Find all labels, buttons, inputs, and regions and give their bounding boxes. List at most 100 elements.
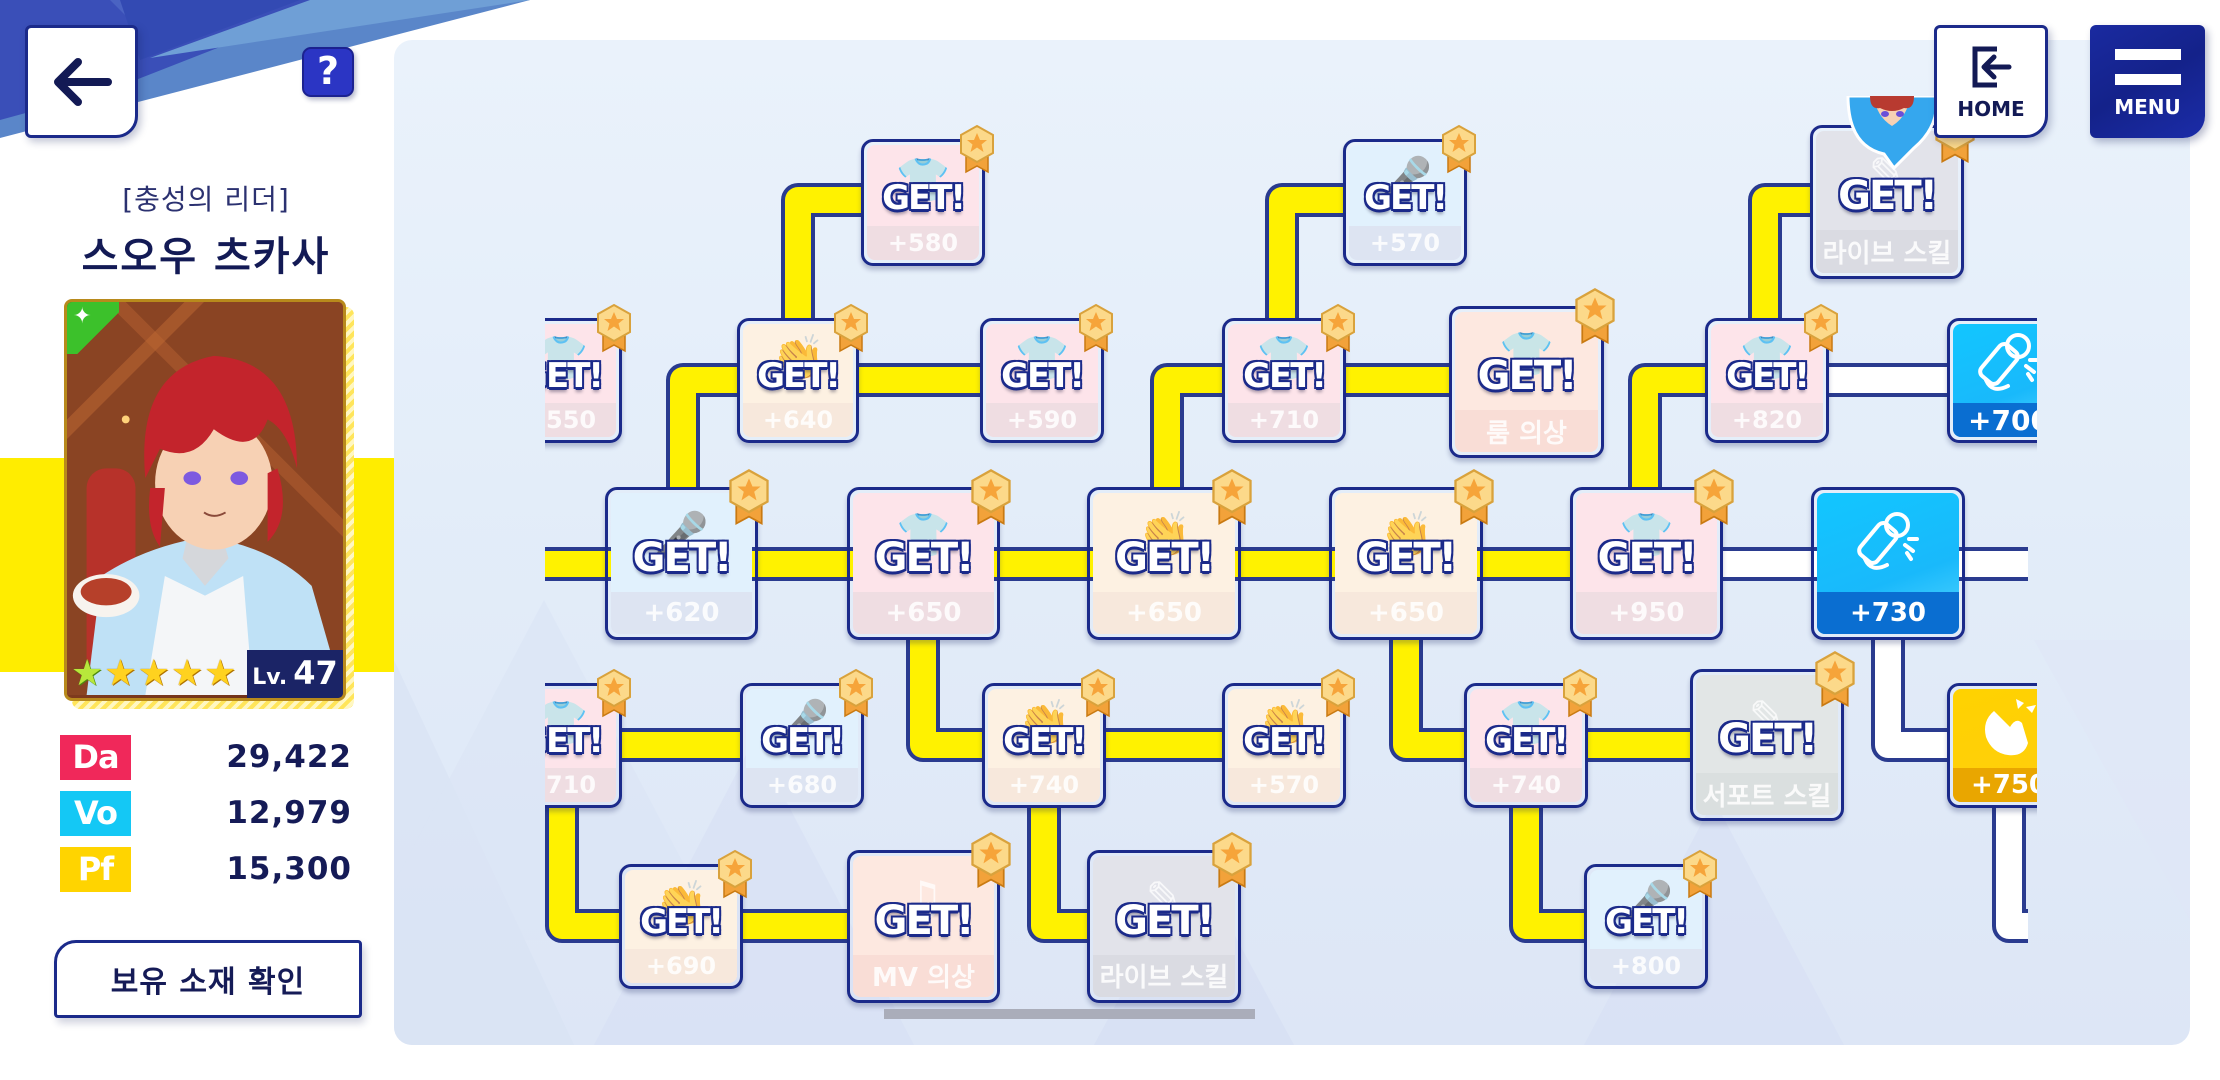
node-reward-label: +690 xyxy=(625,949,737,983)
node-reward-label: +820 xyxy=(1711,403,1823,437)
star-medal-icon xyxy=(969,468,1013,526)
arrow-left-icon xyxy=(53,57,112,106)
home-label: HOME xyxy=(1957,96,2025,121)
node-background: 👕+550 xyxy=(545,324,616,437)
skill-pen-icon: ✎ xyxy=(1748,691,1786,743)
node-background: +730 xyxy=(1817,493,1959,634)
obtained-get-label: GET! xyxy=(1726,355,1810,396)
road-path-locked xyxy=(1875,640,1947,758)
card-subtitle: [충성의 리더] xyxy=(122,183,290,216)
node-reward-label: +800 xyxy=(1590,949,1702,983)
obtained-get-label: GET! xyxy=(545,355,604,396)
clapping-hands-icon: 👏 xyxy=(1256,697,1312,749)
home-button[interactable]: HOME xyxy=(1934,25,2048,138)
dance-badge: Da xyxy=(60,734,131,780)
star-medal-icon xyxy=(1561,668,1599,718)
node-reward-label: 서포트 스킬 xyxy=(1696,773,1838,815)
star-medal-icon xyxy=(1452,468,1496,526)
node-reward-label: 라이브 스킬 xyxy=(1816,230,1958,273)
road-node-dance[interactable]: 👕+550GET! xyxy=(545,303,631,443)
obtained-get-label: GET! xyxy=(1001,355,1085,396)
obtained-get-label: GET! xyxy=(1243,355,1327,396)
node-background: ♫MV 의상 xyxy=(853,856,994,997)
road-node-vocal[interactable]: +730 xyxy=(1811,487,1965,640)
help-button[interactable]: ? xyxy=(302,47,354,97)
node-background: 👏+640 xyxy=(743,324,853,437)
stat-row-performance: Pf 15,300 xyxy=(60,841,352,897)
skill-pen-icon: ✎ xyxy=(1145,872,1183,924)
character-card[interactable]: ✦ ★ ★ ★ ★ ★ Lv. 47 xyxy=(64,299,346,701)
star-medal-icon xyxy=(1210,468,1254,526)
road-path-unlocked xyxy=(1513,808,1584,939)
star-medal-icon xyxy=(1813,650,1857,708)
node-reward-label: +620 xyxy=(611,591,752,634)
microphone-icon: 🎤 xyxy=(1377,154,1433,206)
menu-button[interactable]: MENU xyxy=(2090,25,2205,138)
back-button[interactable] xyxy=(25,25,138,138)
road-path-unlocked xyxy=(549,808,619,939)
node-background: 👏+650 xyxy=(1093,493,1235,634)
clapping-hands-icon xyxy=(1976,697,2037,763)
performance-value: 15,300 xyxy=(226,851,352,887)
shirt-icon: 👕 xyxy=(1619,510,1674,562)
star-medal-icon xyxy=(837,668,875,718)
node-background: 👕+710 xyxy=(545,689,616,802)
obtained-get-label: GET! xyxy=(761,720,845,761)
road-node-vocal[interactable]: +700 xyxy=(1947,318,2037,443)
obtained-get-label: GET! xyxy=(1357,534,1457,581)
road-node-performance[interactable]: +750 xyxy=(1947,683,2037,808)
node-reward-label: +640 xyxy=(743,403,853,437)
node-reward-label: +570 xyxy=(1228,768,1340,802)
node-reward-label: +590 xyxy=(986,403,1098,437)
node-background: 👕+590 xyxy=(986,324,1098,437)
node-reward-label: +710 xyxy=(545,768,616,802)
obtained-get-label: GET! xyxy=(1838,173,1938,220)
node-reward-label: +740 xyxy=(988,768,1100,802)
horizontal-scrollbar[interactable] xyxy=(884,1009,1255,1019)
shirt-icon: 👕 xyxy=(545,332,589,384)
star-medal-icon xyxy=(1210,831,1254,889)
node-reward-label: 라이브 스킬 xyxy=(1093,954,1235,997)
microphone-icon xyxy=(1853,509,1923,579)
obtained-get-label: GET! xyxy=(757,355,841,396)
star-medal-icon xyxy=(727,468,771,526)
obtained-get-label: GET! xyxy=(1605,901,1689,942)
shirt-icon: 👕 xyxy=(1499,329,1554,380)
star-medal-icon xyxy=(1802,303,1840,353)
node-background: ✎ 서포트 스킬 xyxy=(1696,675,1838,815)
node-background: 👕+710 xyxy=(1228,324,1340,437)
level-badge: Lv. 47 xyxy=(247,650,343,698)
node-background: 👏 +570 xyxy=(1228,689,1340,802)
owned-materials-button[interactable]: 보유 소재 확인 xyxy=(54,940,362,1018)
node-background: 🎤+570 xyxy=(1349,145,1461,260)
obtained-get-label: GET! xyxy=(874,534,975,581)
obtained-get-label: GET! xyxy=(1003,720,1087,761)
node-background: 👕룸 의상 xyxy=(1455,312,1598,452)
road-path-unlocked xyxy=(1752,187,1810,318)
